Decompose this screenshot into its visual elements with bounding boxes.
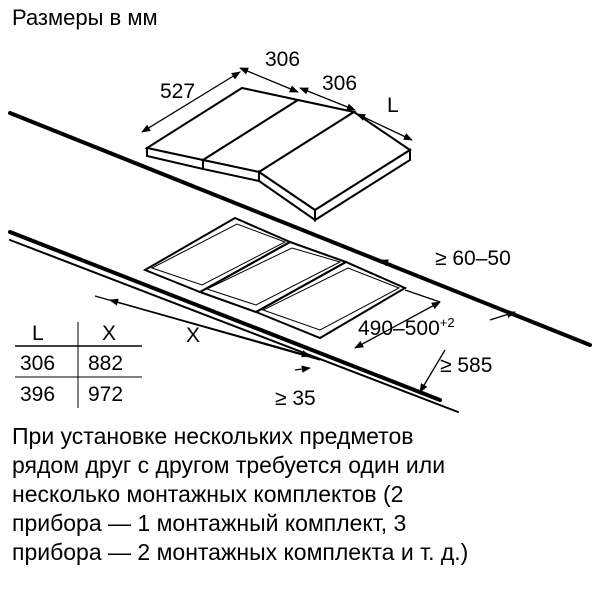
label-gap-top: ≥ 60–50 [435,247,511,270]
lower-dimension-lines [94,259,516,393]
label-cutout-width: X [186,324,200,347]
note-line: прибора — 1 монтажный комплект, 3 [12,510,407,536]
label-width-2: 306 [322,72,357,95]
table-header-x: X [102,322,116,345]
installation-note: При установке нескольких предметов рядом… [12,422,592,567]
label-width-1: 306 [265,48,300,71]
table-cell: 972 [88,383,123,406]
page-title: Размеры в мм [12,5,158,30]
size-table: L X 306 882 396 972 [15,322,142,408]
installation-diagram: 527 306 306 L ≥ 60–50 490–500+2 X ≥ 585 … [8,48,592,413]
table-cell: 306 [20,352,55,375]
label-cutout-depth: 490–500+2 [358,315,455,340]
note-line: рядом друг с другом требуется один или [12,452,446,478]
label-width-l: L [387,94,399,117]
top-dimension-lines [141,67,413,141]
hob-units [144,86,412,222]
table-header-l: L [32,322,44,345]
note-line: несколько монтажных комплектов (2 [12,481,404,507]
note-line: При установке нескольких предметов [12,423,414,449]
label-depth: 527 [160,80,195,103]
label-worktop-depth: ≥ 585 [440,354,492,377]
label-front-gap: ≥ 35 [275,387,316,410]
table-cell: 882 [88,352,123,375]
note-line: прибора — 2 монтажных комплекта и т. д.) [12,539,469,565]
table-cell: 396 [20,383,55,406]
